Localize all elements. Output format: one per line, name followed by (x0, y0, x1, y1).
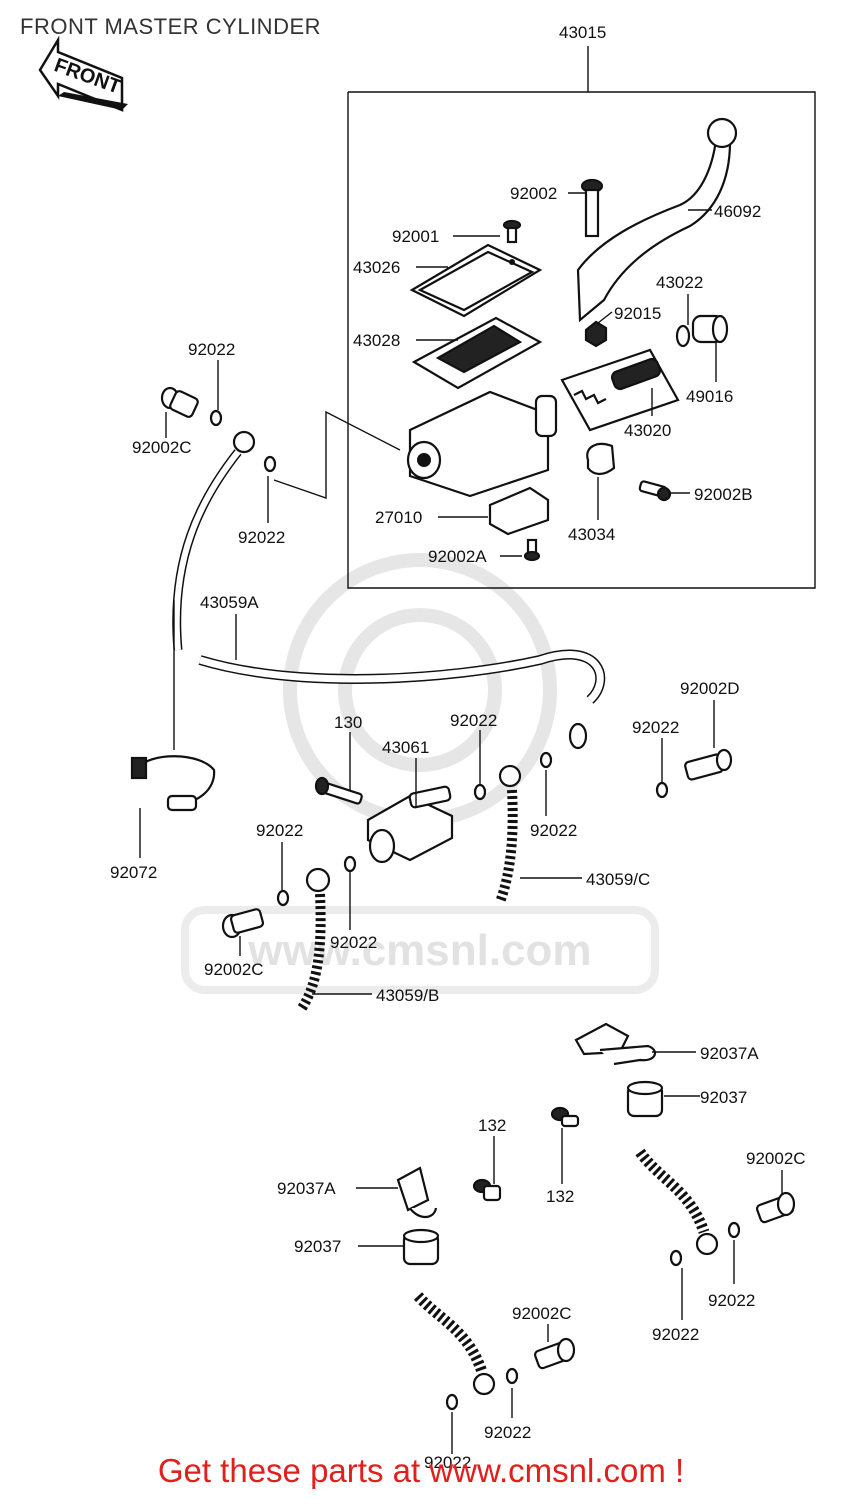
leader-lines (139, 192, 783, 1454)
part-label: 43020 (624, 421, 671, 440)
brake-hose-joint (366, 785, 454, 864)
clamp-bolt (638, 480, 672, 502)
part-label: 43061 (382, 738, 429, 757)
banjo-fitting (232, 430, 256, 454)
part-label: 43015 (559, 23, 606, 42)
part-label: 92002D (680, 679, 740, 698)
part-label: 92002 (510, 184, 557, 203)
part-label: 43022 (656, 273, 703, 292)
washer (505, 1367, 519, 1385)
part-label: 92002C (512, 1304, 572, 1323)
bolt-132-right (550, 1106, 580, 1128)
bolt-132-left (472, 1178, 502, 1202)
cap-screw (502, 219, 522, 244)
banjo-bolt-upper (160, 386, 199, 418)
washer (209, 409, 223, 427)
part-label: 92022 (256, 821, 303, 840)
banjo-bolt-left (221, 908, 265, 939)
part-label: 92002B (694, 485, 753, 504)
part-label: 27010 (375, 508, 422, 527)
part-label: 43034 (568, 525, 615, 544)
part-label: 92037A (277, 1179, 336, 1198)
watermark-text: www.cmsnl.com (247, 926, 591, 975)
part-label: 49016 (686, 387, 733, 406)
part-label: 43059A (200, 593, 259, 612)
banjo-bolt-lower-right (755, 1191, 796, 1224)
part-label: 92002A (428, 547, 487, 566)
part-label: 92037 (294, 1237, 341, 1256)
part-label: 92022 (238, 528, 285, 547)
reservoir-diaphragm (411, 316, 543, 390)
part-labels: 43015 92002 46092 92001 43026 43022 9201… (110, 23, 806, 1472)
hose-bracket-right (574, 1022, 657, 1066)
brake-hose-left (413, 1292, 496, 1396)
banjo-bolt-lower-left (533, 1337, 576, 1370)
part-label: 92022 (530, 821, 577, 840)
part-label: 92022 (450, 711, 497, 730)
part-label: 92022 (652, 1325, 699, 1344)
washer (445, 1393, 459, 1411)
footer-link[interactable]: Get these parts at www.cmsnl.com ! (0, 1452, 842, 1490)
part-label: 92002C (746, 1149, 806, 1168)
part-label: 92022 (708, 1291, 755, 1310)
part-label: 92022 (484, 1423, 531, 1442)
banjo-bolt-right (684, 748, 733, 781)
part-label: 92022 (632, 718, 679, 737)
part-label: 132 (478, 1116, 506, 1135)
switch-screw (523, 538, 541, 562)
part-label: 92022 (188, 340, 235, 359)
hose-bracket-left (396, 1166, 438, 1219)
brake-lever (576, 117, 738, 323)
part-label: 92022 (424, 1453, 471, 1472)
brake-hose-b (297, 867, 331, 1011)
front-arrow-icon: FRONT (38, 35, 128, 112)
joint-bolt (314, 776, 363, 805)
part-label: 92001 (392, 227, 439, 246)
master-cylinder-body (406, 390, 558, 498)
piston-kit (560, 348, 680, 432)
part-label: 43059/C (586, 870, 650, 889)
washer (727, 1221, 741, 1239)
part-label: 92015 (614, 304, 661, 323)
brake-light-switch (488, 486, 550, 536)
part-label: 92002C (204, 960, 264, 979)
part-label: 92037A (700, 1044, 759, 1063)
washer (263, 455, 277, 473)
part-label: 92072 (110, 863, 157, 882)
washer (276, 889, 290, 907)
grommet-left (402, 1228, 440, 1266)
washer (655, 781, 669, 799)
hose-clamp (130, 755, 216, 812)
part-label: 43028 (353, 331, 400, 350)
brake-hose-c (495, 764, 522, 904)
washer (669, 1249, 683, 1267)
brake-hose-upper (172, 449, 606, 750)
footer-text: Get these parts at www.cmsnl.com ! (157, 1452, 685, 1489)
grommet-right (626, 1080, 664, 1118)
part-label: 46092 (714, 202, 761, 221)
washer (539, 751, 553, 769)
handlebar-clamp (586, 442, 616, 476)
part-label: 92002C (132, 438, 192, 457)
part-label: 92022 (330, 933, 377, 952)
part-label: 130 (334, 713, 362, 732)
reservoir-cap (409, 243, 543, 318)
pivot-bolt (580, 178, 604, 238)
part-label: 43026 (353, 258, 400, 277)
part-label: 43059/B (376, 986, 439, 1005)
page-title: FRONT MASTER CYLINDER (20, 14, 322, 39)
dust-cover (691, 314, 729, 344)
part-label: 132 (546, 1187, 574, 1206)
washer (473, 783, 487, 801)
part-label: 92037 (700, 1088, 747, 1107)
pivot-nut (584, 320, 608, 348)
brake-hose-right (635, 1148, 719, 1256)
circlip (675, 324, 691, 348)
washer (343, 855, 357, 873)
